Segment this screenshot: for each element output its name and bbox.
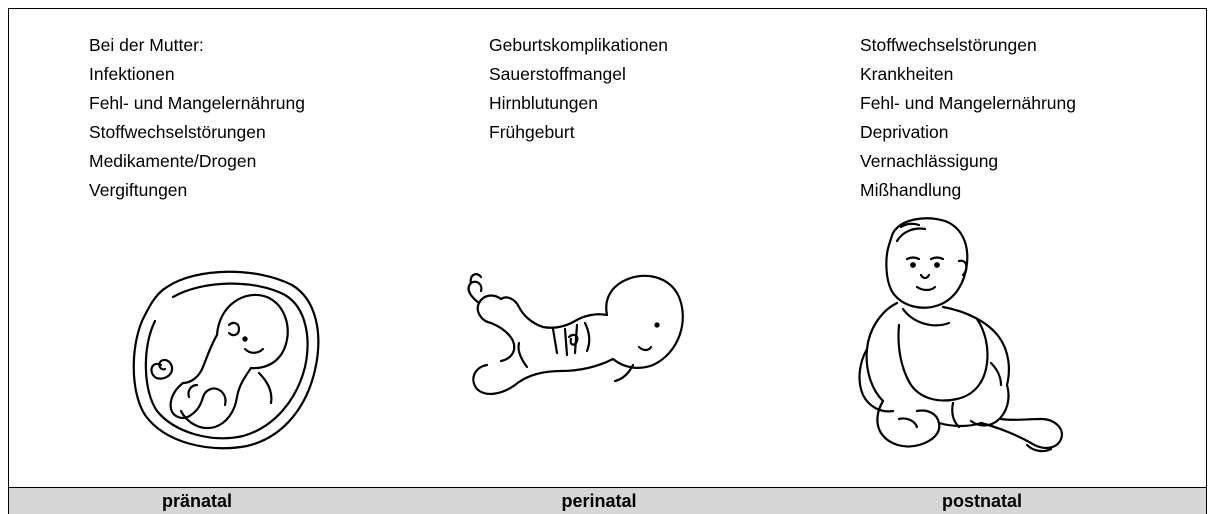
postnatal-cause: Vernachlässigung [860,147,1076,176]
phase-label-prenatal: pränatal [17,488,377,514]
perinatal-column: Geburtskomplikationen Sauerstoffmangel H… [489,31,668,147]
prenatal-cause: Vergiftungen [89,176,305,205]
newborn-lying-icon [457,267,687,407]
prenatal-cause: Stoffwechselstörungen [89,118,305,147]
prenatal-cause: Fehl- und Mangelernährung [89,89,305,118]
prenatal-column: Bei der Mutter: Infektionen Fehl- und Ma… [89,31,305,205]
prenatal-cause-list: Bei der Mutter: Infektionen Fehl- und Ma… [89,31,305,205]
postnatal-cause: Krankheiten [860,60,1076,89]
perinatal-cause: Sauerstoffmangel [489,60,668,89]
perinatal-cause-list: Geburtskomplikationen Sauerstoffmangel H… [489,31,668,147]
postnatal-column: Stoffwechselstörungen Krankheiten Fehl- … [860,31,1076,205]
postnatal-cause: Deprivation [860,118,1076,147]
perinatal-cause: Hirnblutungen [489,89,668,118]
sitting-child-icon [841,213,1071,463]
embryo-in-womb-icon [127,265,327,451]
diagram-frame: Bei der Mutter: Infektionen Fehl- und Ma… [8,8,1207,514]
perinatal-cause: Frühgeburt [489,118,668,147]
prenatal-cause: Bei der Mutter: [89,31,305,60]
prenatal-cause: Infektionen [89,60,305,89]
phase-label-perinatal: perinatal [419,488,779,514]
postnatal-cause: Fehl- und Mangelernährung [860,89,1076,118]
phase-bar: pränatal perinatal postnatal [9,487,1206,514]
postnatal-cause: Stoffwechselstörungen [860,31,1076,60]
prenatal-cause: Medikamente/Drogen [89,147,305,176]
postnatal-cause-list: Stoffwechselstörungen Krankheiten Fehl- … [860,31,1076,205]
perinatal-cause: Geburtskomplikationen [489,31,668,60]
postnatal-cause: Mißhandlung [860,176,1076,205]
phase-label-postnatal: postnatal [802,488,1162,514]
